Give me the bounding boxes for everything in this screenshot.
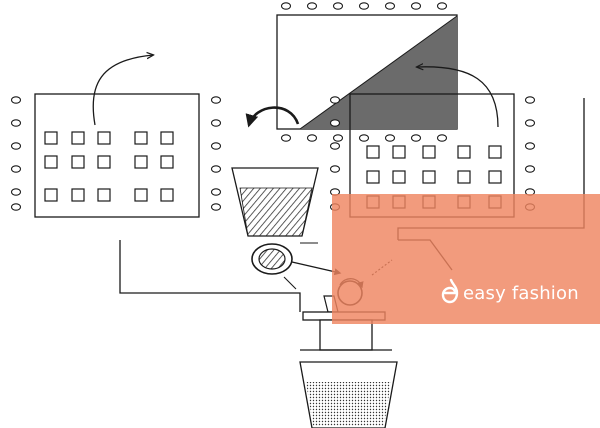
sprocket-hole — [332, 2, 344, 10]
slot-square — [366, 170, 380, 184]
brand-name: easy fashion — [463, 282, 579, 304]
sprocket-hole — [524, 142, 536, 150]
slot-square — [422, 170, 436, 184]
sprocket-hole — [10, 203, 22, 211]
flame-e-icon — [441, 278, 459, 304]
sprocket-hole — [10, 96, 22, 104]
sprocket-hole — [280, 134, 292, 142]
sprocket-hole — [280, 2, 292, 10]
slot-square — [97, 188, 111, 202]
sprocket-hole — [358, 134, 370, 142]
sprocket-hole — [10, 165, 22, 173]
collection-funnel — [299, 361, 398, 428]
sprocket-hole — [524, 119, 536, 127]
slot-square — [44, 188, 58, 202]
slot-square — [392, 170, 406, 184]
slot-square — [392, 145, 406, 159]
slot-square — [488, 145, 502, 159]
sprocket-hole — [436, 2, 448, 10]
slot-square — [71, 188, 85, 202]
sprocket-hole — [329, 165, 341, 173]
left-panel — [10, 93, 222, 218]
sprocket-hole — [210, 203, 222, 211]
slot-square — [160, 155, 174, 169]
slot-square — [71, 131, 85, 145]
slot-square — [134, 131, 148, 145]
sprocket-hole — [10, 142, 22, 150]
slot-square — [134, 155, 148, 169]
left-panel-up-arrow — [92, 55, 153, 126]
slot-square — [488, 170, 502, 184]
sprocket-hole — [210, 142, 222, 150]
grinding-drum — [251, 243, 293, 275]
right-panel-curve-arrow — [417, 67, 499, 128]
top-panel-return-arrow — [245, 106, 300, 128]
hopper-funnel — [231, 167, 319, 237]
sprocket-hole — [306, 134, 318, 142]
brand-overlay — [332, 194, 600, 324]
sprocket-hole — [329, 96, 341, 104]
slot-square — [160, 188, 174, 202]
left-panel-slots — [44, 131, 174, 202]
slot-square — [457, 145, 471, 159]
slot-square — [422, 145, 436, 159]
top-panel-holes — [280, 2, 448, 142]
slot-square — [71, 155, 85, 169]
sprocket-hole — [10, 188, 22, 196]
slot-square — [44, 131, 58, 145]
sprocket-hole — [306, 2, 318, 10]
sprocket-hole — [436, 134, 448, 142]
slot-square — [44, 155, 58, 169]
sprocket-hole — [358, 2, 370, 10]
left-panel-holes — [10, 96, 222, 211]
sprocket-hole — [524, 96, 536, 104]
slot-square — [366, 145, 380, 159]
slot-square — [97, 155, 111, 169]
drum-motion-mark-lower — [283, 276, 297, 290]
slot-square — [134, 188, 148, 202]
slot-square — [457, 170, 471, 184]
slot-square — [97, 131, 111, 145]
sprocket-hole — [384, 2, 396, 10]
sprocket-hole — [210, 119, 222, 127]
sprocket-hole — [210, 165, 222, 173]
sprocket-hole — [524, 165, 536, 173]
right-panel-holes — [329, 96, 536, 211]
sprocket-hole — [410, 2, 422, 10]
left-feed-line — [119, 240, 301, 312]
sprocket-hole — [329, 142, 341, 150]
slot-square — [160, 131, 174, 145]
sprocket-hole — [384, 134, 396, 142]
sprocket-hole — [10, 119, 22, 127]
sprocket-hole — [410, 134, 422, 142]
sprocket-hole — [332, 134, 344, 142]
sprocket-hole — [329, 119, 341, 127]
brand-logo: easy fashion — [440, 278, 579, 308]
sprocket-hole — [210, 188, 222, 196]
sprocket-hole — [210, 96, 222, 104]
